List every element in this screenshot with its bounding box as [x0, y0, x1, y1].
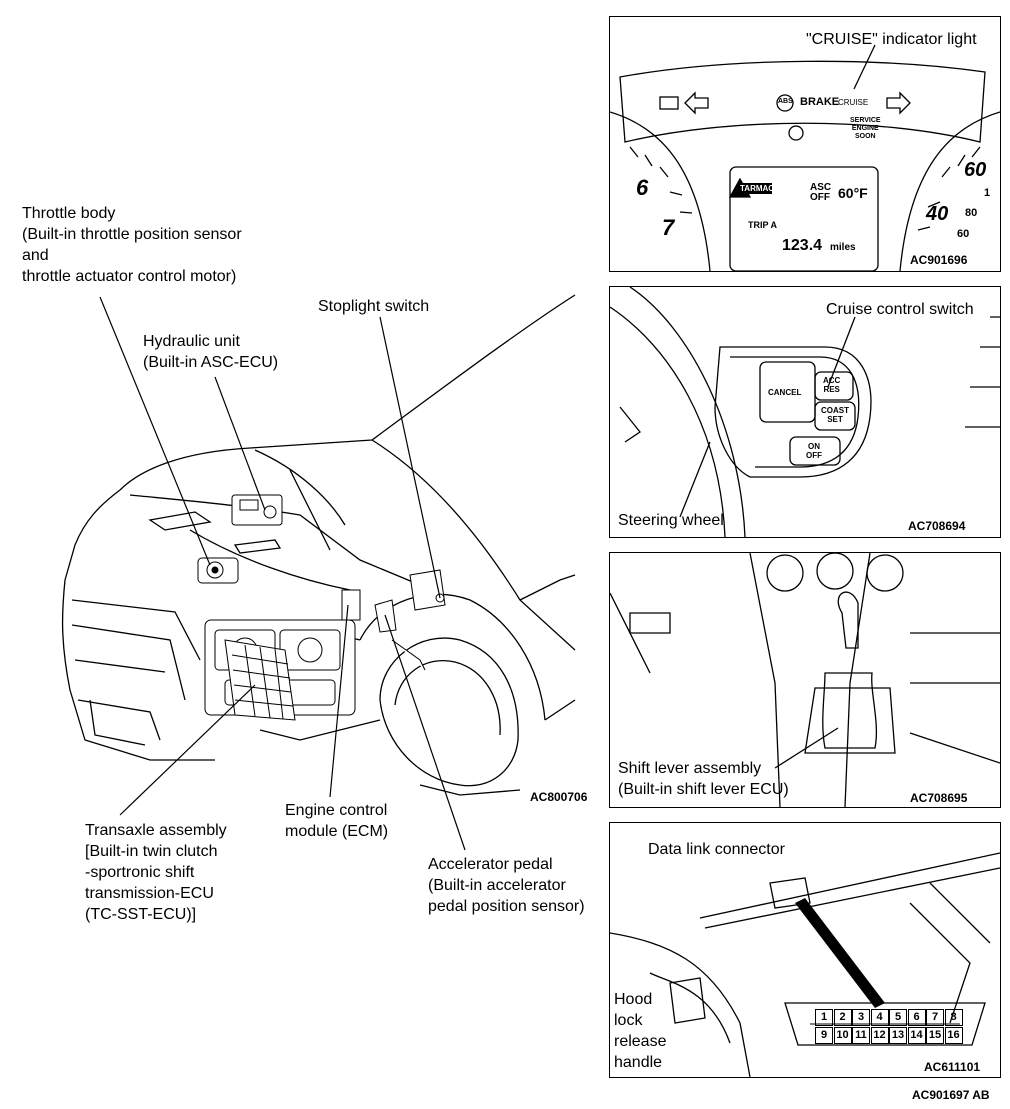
shift-figure-code: AC708695 — [910, 791, 968, 805]
car-line-drawing — [61, 294, 576, 851]
dlc-pin-13: 13 — [889, 1027, 907, 1044]
cluster-drawing — [610, 44, 1000, 271]
speed-60b-label: 60 — [957, 228, 970, 240]
dlc-pin-10: 10 — [833, 1027, 852, 1044]
data-link-connector-label: Data link connector — [648, 841, 785, 858]
dlc-pin-2: 2 — [833, 1009, 852, 1026]
trip-miles-unit: miles — [830, 242, 856, 253]
panel-data-link-connector: Data link connector Hood lock release ha… — [609, 822, 1001, 1078]
dlc-pin-12: 12 — [870, 1027, 889, 1044]
tach-7-label: 7 — [662, 215, 675, 240]
service-engine-soon-text: SERVICE ENGINE SOON — [850, 117, 881, 140]
trip-a-text: TRIP A — [748, 220, 778, 230]
shift-lever-label: Shift lever assembly (Built-in shift lev… — [618, 760, 789, 798]
ecm-label: Engine control module (ECM) — [285, 802, 389, 840]
abs-text: ABS — [778, 98, 793, 105]
tach-6-label: 6 — [636, 175, 649, 200]
hood-lock-release-label: Hood lock release handle — [614, 991, 667, 1071]
steering-wheel-label: Steering wheel — [618, 512, 724, 529]
temperature-text: 60°F — [838, 185, 868, 201]
dlc-pin-5: 5 — [889, 1009, 907, 1026]
speed-40-label: 40 — [926, 203, 949, 225]
transaxle-assembly-label: Transaxle assembly [Built-in twin clutch… — [85, 822, 227, 923]
dlc-pin-8: 8 — [944, 1009, 963, 1026]
dlc-drawing — [610, 852, 1000, 1077]
accelerator-pedal-label: Accelerator pedal (Built-in accelerator … — [428, 856, 585, 915]
cancel-button-label: CANCEL — [768, 388, 802, 397]
on-off-button-label: ON OFF — [806, 442, 822, 460]
hydraulic-unit-label: Hydraulic unit (Built-in ASC-ECU) — [143, 333, 279, 371]
stoplight-switch-label: Stoplight switch — [318, 298, 430, 315]
dlc-pin-7: 7 — [926, 1009, 944, 1026]
brake-text: BRAKE — [800, 96, 840, 108]
dlc-pin-15: 15 — [926, 1027, 944, 1044]
cluster-figure-code: AC901696 — [910, 253, 968, 267]
dlc-pin-1: 1 — [815, 1009, 833, 1026]
panel-shift-lever: Shift lever assembly (Built-in shift lev… — [609, 552, 1001, 808]
coast-set-button-label: COAST SET — [821, 406, 849, 424]
panel-instrument-cluster: "CRUISE" indicator light ABS BRAKE CRUIS… — [609, 16, 1001, 272]
tarmac-text: TARMAC — [740, 184, 775, 193]
dlc-pin-6: 6 — [907, 1009, 926, 1026]
cruise-text: CRUISE — [838, 98, 869, 107]
asc-off-text: ASC OFF — [810, 182, 832, 203]
speed-60-label: 60 — [964, 159, 987, 181]
panel-steering-wheel: Cruise control switch CANCEL ACC RES COA… — [609, 286, 1001, 538]
main-figure-code: AC800706 — [530, 790, 588, 804]
dlc-pin-3: 3 — [852, 1009, 870, 1026]
dlc-pin-11: 11 — [852, 1027, 870, 1044]
steering-wheel-drawing — [610, 287, 1000, 537]
car-illustration — [61, 294, 576, 851]
dlc-pin-14: 14 — [907, 1027, 926, 1044]
dlc-pin-4: 4 — [870, 1009, 889, 1026]
speed-1-label: 1 — [984, 187, 991, 199]
throttle-body-label: Throttle body (Built-in throttle positio… — [22, 205, 242, 285]
wheel-figure-code: AC708694 — [908, 519, 966, 533]
speed-80-label: 80 — [965, 207, 978, 219]
shift-lever-drawing — [610, 553, 1000, 807]
cruise-control-switch-label: Cruise control switch — [826, 301, 974, 318]
dlc-pin-9: 9 — [815, 1027, 833, 1044]
dlc-pin-16: 16 — [944, 1027, 963, 1044]
figure-id: AC901697 AB — [912, 1088, 990, 1102]
dlc-figure-code: AC611101 — [924, 1060, 981, 1074]
cruise-indicator-label: "CRUISE" indicator light — [806, 31, 977, 48]
acc-res-button-label: ACC RES — [823, 376, 841, 394]
trip-miles-value: 123.4 — [782, 237, 823, 254]
